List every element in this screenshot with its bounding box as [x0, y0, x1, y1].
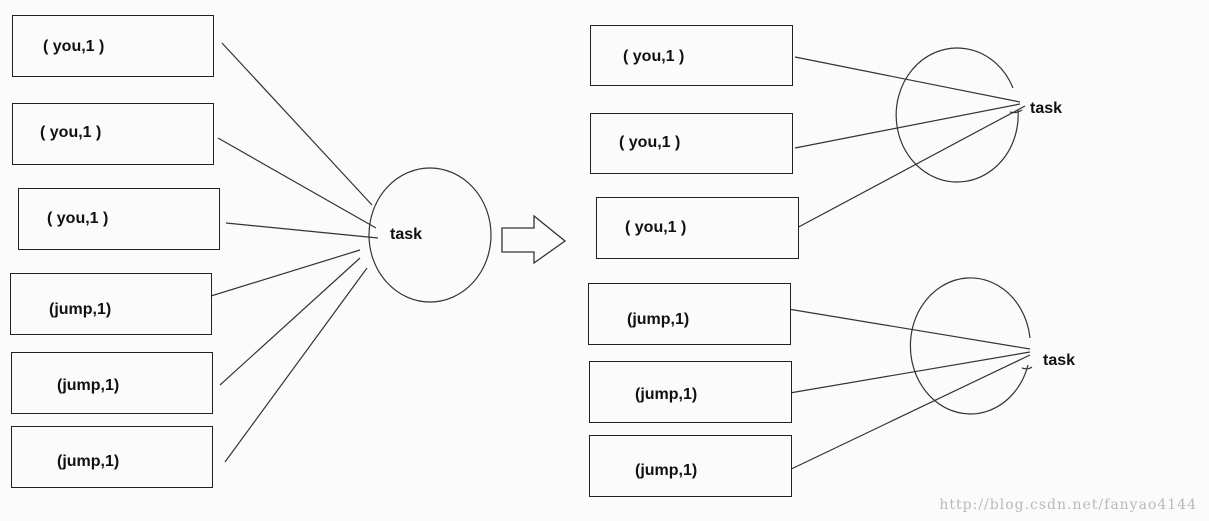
- box-label: (jump,1): [57, 453, 120, 470]
- box-label: ( you,1 ): [43, 38, 105, 55]
- task-loop-bottom: [909, 277, 1031, 415]
- task-loop-top: [895, 47, 1019, 183]
- left-box: (jump,1): [11, 352, 213, 414]
- box-label: ( you,1 ): [40, 124, 102, 141]
- left-box: ( you,1 ): [12, 103, 214, 165]
- right-box: ( you,1 ): [590, 113, 793, 174]
- box-label: ( you,1 ): [47, 210, 109, 227]
- connector: [225, 222, 379, 239]
- connector: [219, 257, 361, 386]
- task-circle-left: [368, 167, 492, 303]
- task-label-left: task: [390, 226, 423, 243]
- connector: [221, 42, 373, 206]
- connector: [794, 56, 1021, 103]
- transform-arrow: [501, 214, 567, 265]
- connector: [777, 351, 1031, 396]
- connector: [777, 105, 1026, 239]
- box-label: ( you,1 ): [619, 134, 681, 151]
- right-box: ( you,1 ): [590, 25, 793, 86]
- hook-mark: [1009, 109, 1023, 114]
- connector: [794, 103, 1021, 149]
- connector: [197, 249, 361, 301]
- box-label: (jump,1): [57, 377, 120, 394]
- left-box: ( you,1 ): [12, 15, 214, 77]
- connector: [217, 137, 377, 229]
- right-box: (jump,1): [588, 283, 791, 345]
- box-label: (jump,1): [49, 301, 112, 318]
- connector: [775, 306, 1031, 350]
- right-box: ( you,1 ): [596, 197, 799, 259]
- box-label: (jump,1): [635, 462, 698, 479]
- box-label: ( you,1 ): [623, 48, 685, 65]
- box-label: ( you,1 ): [625, 219, 687, 236]
- watermark: http://blog.csdn.net/fanyao4144: [939, 497, 1197, 513]
- box-label: (jump,1): [627, 311, 690, 328]
- box-label: (jump,1): [635, 386, 698, 403]
- right-box: (jump,1): [589, 361, 792, 423]
- connector: [224, 267, 368, 463]
- task-label-right-bottom: task: [1043, 352, 1076, 369]
- connector: [784, 354, 1031, 473]
- left-box: (jump,1): [11, 426, 213, 488]
- right-box: (jump,1): [589, 435, 792, 497]
- left-box: ( you,1 ): [18, 188, 220, 250]
- left-box: (jump,1): [10, 273, 212, 335]
- task-label-right-top: task: [1030, 100, 1063, 117]
- hook-mark: [1021, 366, 1033, 370]
